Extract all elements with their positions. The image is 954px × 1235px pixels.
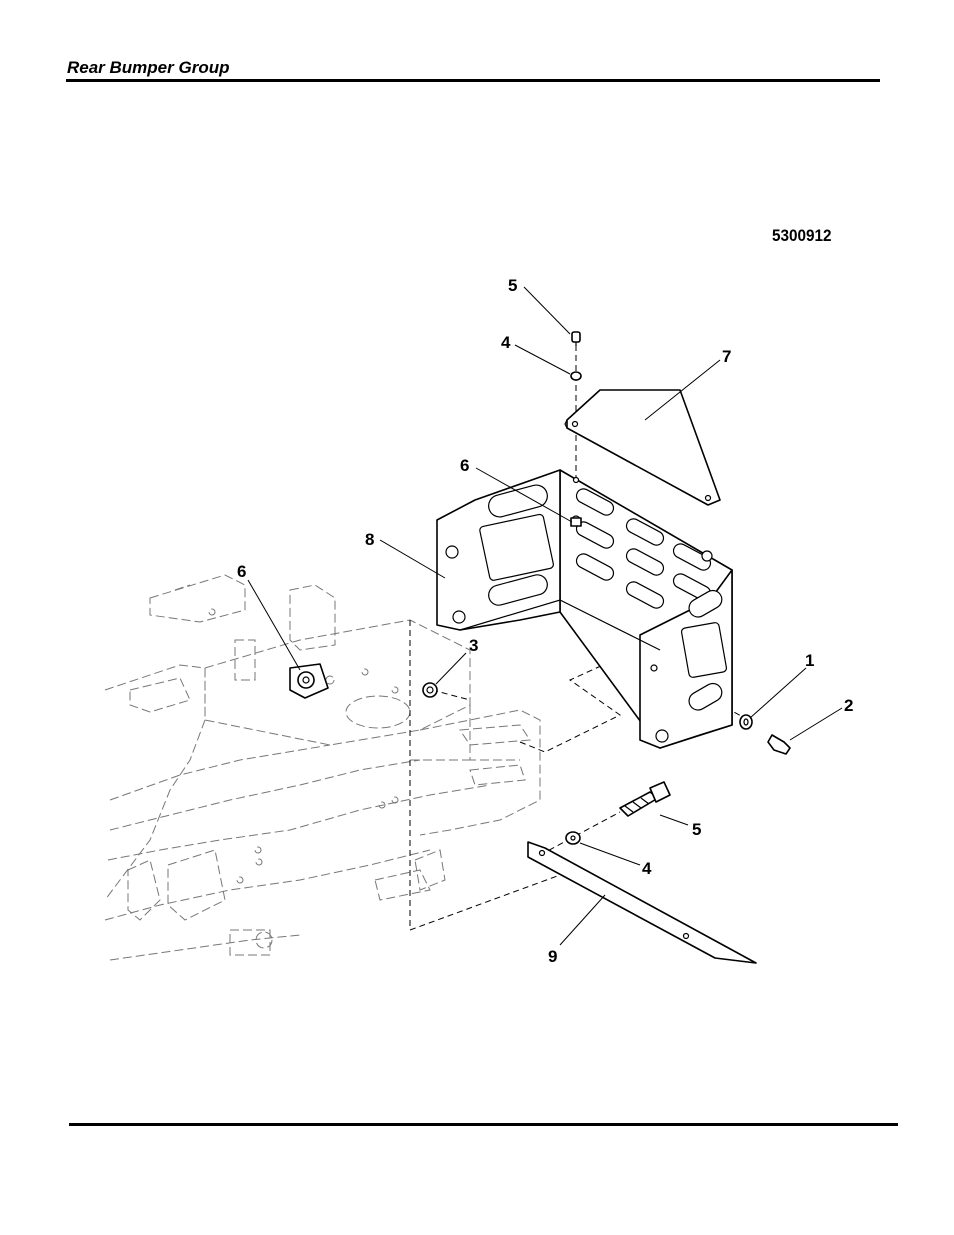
callout-6-frame: 6 (237, 562, 246, 581)
callout-6-basket: 6 (460, 456, 469, 475)
callout-5-top: 5 (508, 276, 517, 295)
callout-7: 7 (722, 347, 731, 366)
callout-2: 2 (844, 696, 853, 715)
callout-8: 8 (365, 530, 374, 549)
callout-leaders (248, 287, 842, 945)
part-8-bumper-basket (437, 470, 732, 748)
callout-4-lower: 4 (642, 859, 652, 878)
callout-4-top: 4 (501, 333, 511, 352)
footer-rule (69, 1123, 898, 1126)
callout-5-lower: 5 (692, 820, 701, 839)
callout-3: 3 (469, 636, 478, 655)
callout-9: 9 (548, 947, 557, 966)
tractor-frame-phantom (105, 575, 540, 960)
callout-1: 1 (805, 651, 814, 670)
